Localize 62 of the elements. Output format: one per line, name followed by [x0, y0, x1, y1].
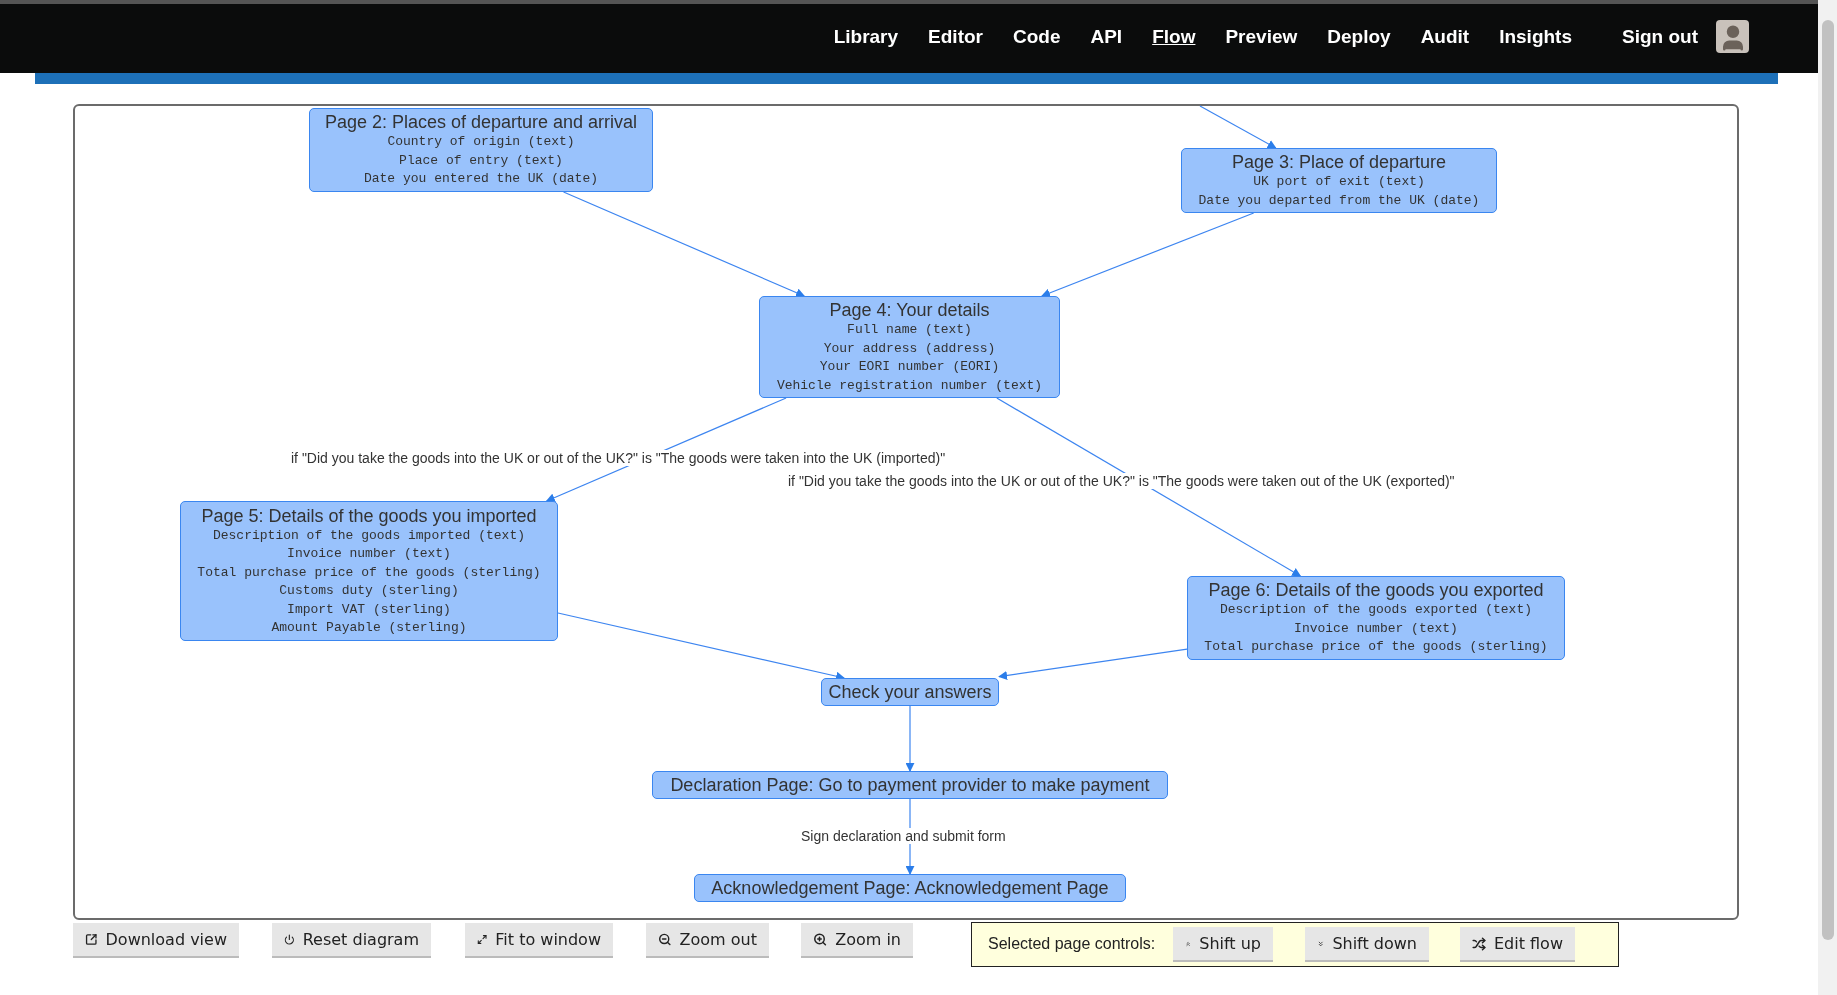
field-text: Your address (address): [822, 339, 997, 358]
toolbar-button: Shift down: [1305, 927, 1429, 962]
toolbar-button: Download view: [73, 923, 239, 958]
page-title: Acknowledgement Page: Acknowledgement Page: [710, 877, 1110, 899]
nav-link: Audit: [1420, 25, 1470, 48]
arrow: [562, 191, 805, 297]
page-title: Check your answers: [827, 681, 993, 703]
edge-label: Sign declaration and submit form: [800, 828, 1007, 844]
arrow: [905, 705, 915, 772]
toolbar-button: Reset diagram: [272, 923, 431, 958]
toolbar-button: Edit flow: [1460, 927, 1575, 962]
field-text: Your EORI number (EORI): [818, 358, 1001, 376]
page-box: [694, 874, 1126, 902]
nav-link: API: [1090, 25, 1123, 48]
page-title: Page 6: Details of the goods you exported: [1207, 579, 1545, 602]
arrow: [996, 397, 1302, 577]
nav-link: Sign out: [1622, 25, 1698, 48]
page-box: [821, 678, 999, 706]
toolbar-button: Zoom out: [646, 923, 769, 958]
controls-label: Selected page controls:: [988, 935, 1156, 953]
field-text: Description of the goods exported (text): [1218, 601, 1534, 620]
page-box: [1187, 576, 1565, 660]
arrow: [1041, 212, 1255, 298]
arrow: [998, 648, 1188, 680]
field-text: Amount Payable (sterling): [270, 619, 468, 637]
arrow: [1199, 105, 1277, 149]
field-text: Date you departed from the UK (date): [1197, 191, 1481, 210]
field-text: UK port of exit (text): [1252, 173, 1426, 191]
field-text: Import VAT (sterling): [286, 600, 452, 619]
page-title: Declaration Page: Go to payment provider to make payment: [669, 774, 1151, 796]
field-text: Vehicle registration number (text): [775, 376, 1044, 395]
page-box: [1181, 148, 1497, 213]
field-text: Country of origin (text): [386, 133, 576, 152]
toolbar-button: Fit to window: [465, 923, 613, 958]
toolbar-button: Shift up: [1173, 927, 1273, 962]
field-text: Total purchase price of the goods (sterling): [196, 563, 542, 582]
page-title: Page 2: Places of departure and arrival: [323, 111, 639, 134]
edge-label: if "Did you take the goods into the UK or out of the UK?" is "The goods were taken into the UK (imported)": [290, 450, 947, 466]
field-text: Invoice number (text): [286, 545, 452, 563]
field-text: Description of the goods imported (text): [211, 526, 527, 545]
toolbar-button: Zoom in: [801, 923, 913, 958]
page-title: Page 5: Details of the goods you imported: [200, 504, 538, 527]
page-box: [652, 771, 1168, 799]
edge-label: if "Did you take the goods into the UK or out of the UK?" is "The goods were taken out of the UK (exported)": [787, 473, 1456, 489]
page-box: [759, 296, 1060, 398]
field-text: Total purchase price of the goods (sterling): [1203, 638, 1549, 657]
page-title: Page 3: Place of departure: [1230, 151, 1448, 173]
field-text: Place of entry (text): [398, 151, 564, 170]
nav-link: Deploy: [1327, 25, 1391, 48]
nav-link: Preview: [1225, 25, 1298, 48]
field-text: Date you entered the UK (date): [362, 170, 599, 189]
field-text: Invoice number (text): [1293, 619, 1459, 638]
nav-link: Flow: [1152, 25, 1196, 48]
page-box: [180, 501, 558, 641]
nav-link: Insights: [1499, 25, 1572, 48]
nav-link: Code: [1012, 25, 1061, 48]
page-box: [309, 108, 653, 192]
nav-link: Library: [833, 25, 899, 48]
field-text: Full name (text): [846, 321, 973, 339]
page-title: Page 4: Your details: [828, 299, 991, 321]
field-text: Customs duty (sterling): [278, 582, 460, 600]
nav-link: Editor: [928, 25, 983, 48]
